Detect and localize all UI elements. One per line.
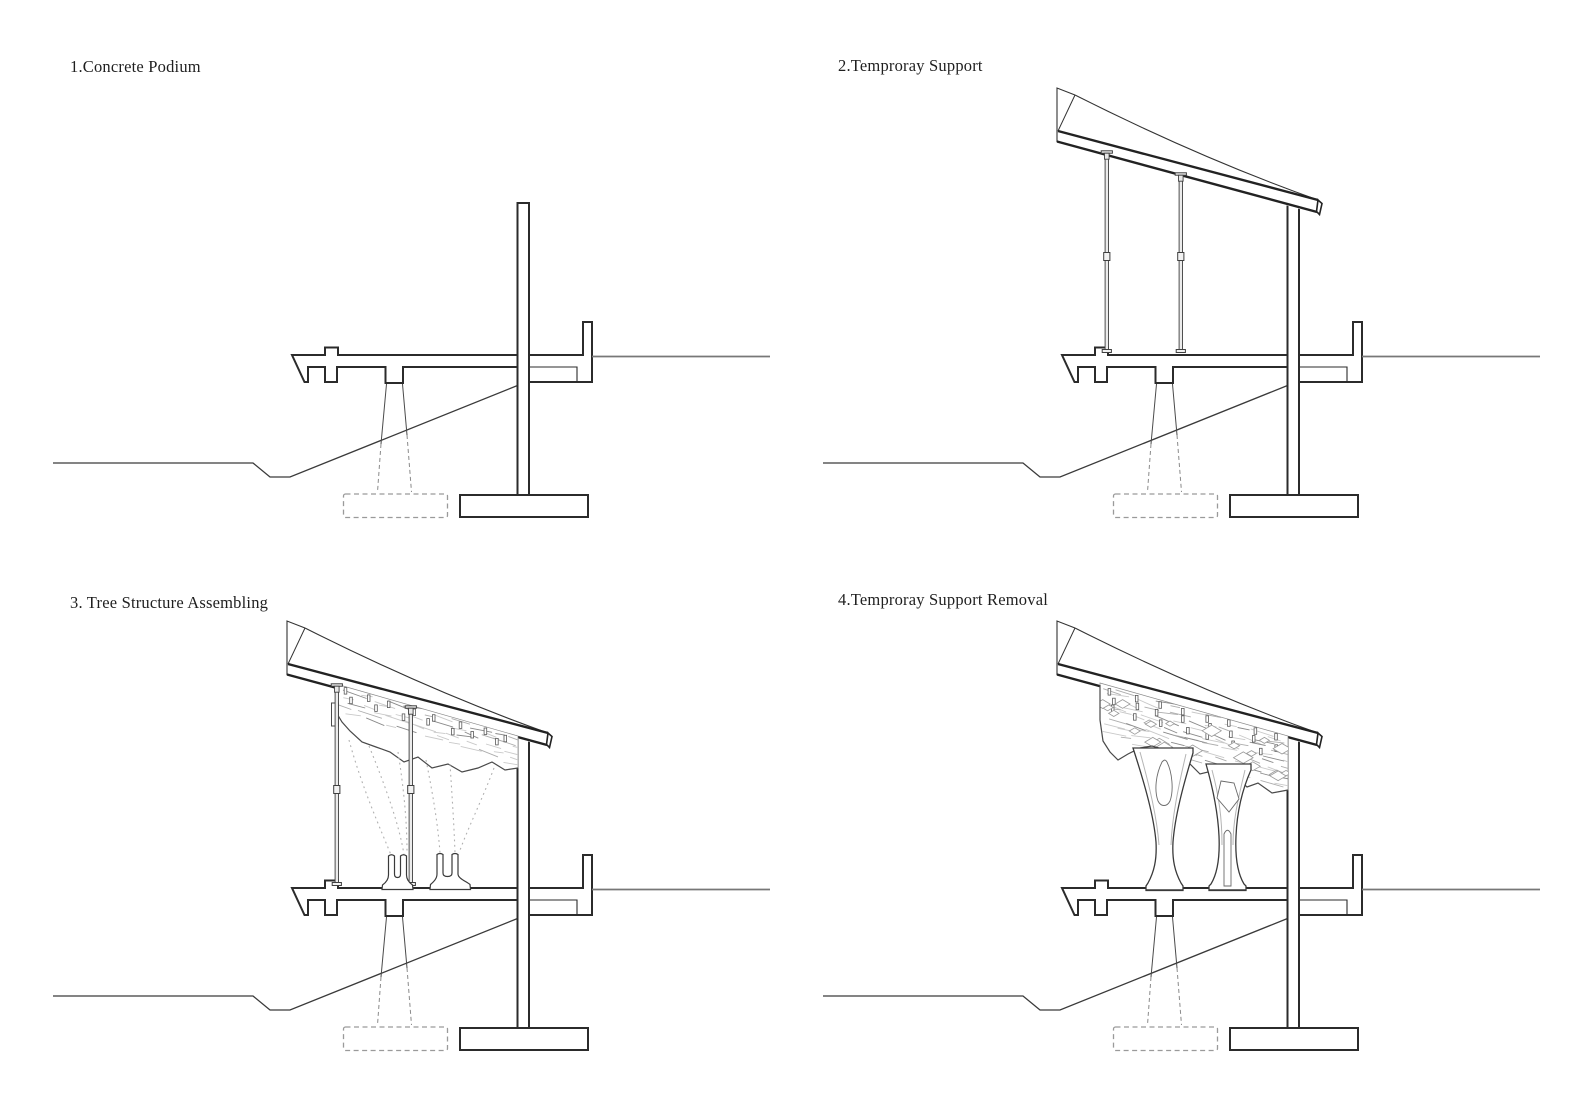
diagram-3-tree-structure-assembling	[52, 619, 771, 1052]
diagram-4-temporary-support-removal	[822, 619, 1541, 1052]
panel-title-concrete-podium: 1.Concrete Podium	[70, 57, 201, 76]
panel-title-tree-structure-assembling: 3. Tree Structure Assembling	[70, 593, 269, 612]
diagram-2-temporary-support	[822, 86, 1541, 519]
panel-title-temporary-support: 2.Temproray Support	[838, 56, 983, 75]
diagram-1-concrete-podium	[52, 202, 771, 519]
tree-canopy-partial	[331, 683, 519, 773]
tree-base-pieces	[381, 852, 472, 891]
assembly-trajectory-lines	[348, 739, 495, 856]
temporary-props	[1100, 150, 1187, 353]
tree-trunks	[1132, 747, 1252, 892]
panel-title-temporary-support-removal: 4.Temproray Support Removal	[838, 590, 1048, 609]
